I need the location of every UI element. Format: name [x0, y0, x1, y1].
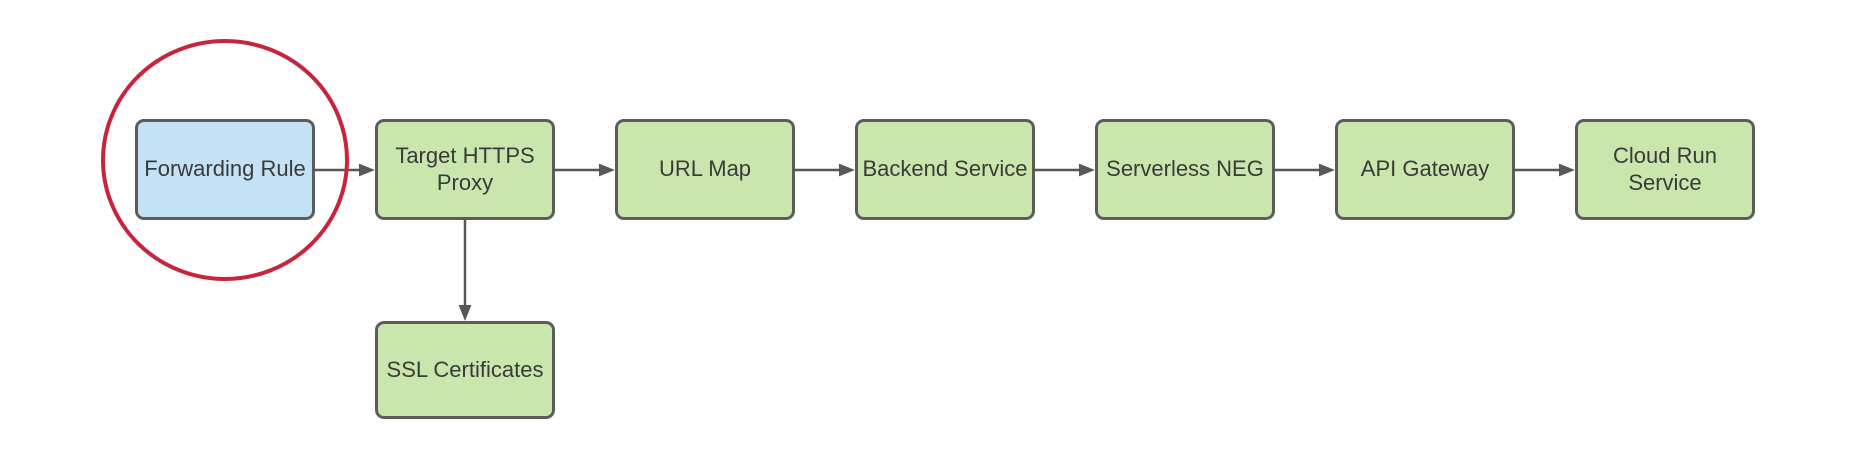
node-label: Target HTTPS Proxy [395, 143, 535, 195]
node-label: Cloud Run Service [1613, 143, 1717, 195]
node-label: Serverless NEG [1106, 156, 1264, 182]
node-serverless-neg: Serverless NEG [1095, 119, 1275, 220]
arrow-target-https-proxy-to-url-map [555, 163, 615, 177]
node-target-https-proxy: Target HTTPS Proxy [375, 119, 555, 220]
node-label: Backend Service [862, 156, 1028, 182]
node-backend-service: Backend Service [855, 119, 1035, 220]
arrow-api-gateway-to-cloud-run-service [1515, 163, 1575, 177]
node-label: SSL Certificates [386, 356, 544, 382]
arrow-serverless-neg-to-api-gateway [1275, 163, 1335, 177]
arrow-target-https-proxy-to-ssl-certificates [458, 220, 472, 321]
node-url-map: URL Map [615, 119, 795, 220]
node-label: API Gateway [1360, 156, 1490, 182]
arrow-forwarding-rule-to-target-https-proxy [315, 163, 375, 177]
node-cloud-run-service: Cloud Run Service [1575, 119, 1755, 220]
node-label: Forwarding Rule [144, 156, 306, 182]
node-forwarding-rule: Forwarding Rule [135, 119, 315, 220]
arrow-backend-service-to-serverless-neg [1035, 163, 1095, 177]
node-label: URL Map [658, 156, 752, 182]
arrow-url-map-to-backend-service [795, 163, 855, 177]
node-ssl-certificates: SSL Certificates [375, 321, 555, 419]
node-api-gateway: API Gateway [1335, 119, 1515, 220]
